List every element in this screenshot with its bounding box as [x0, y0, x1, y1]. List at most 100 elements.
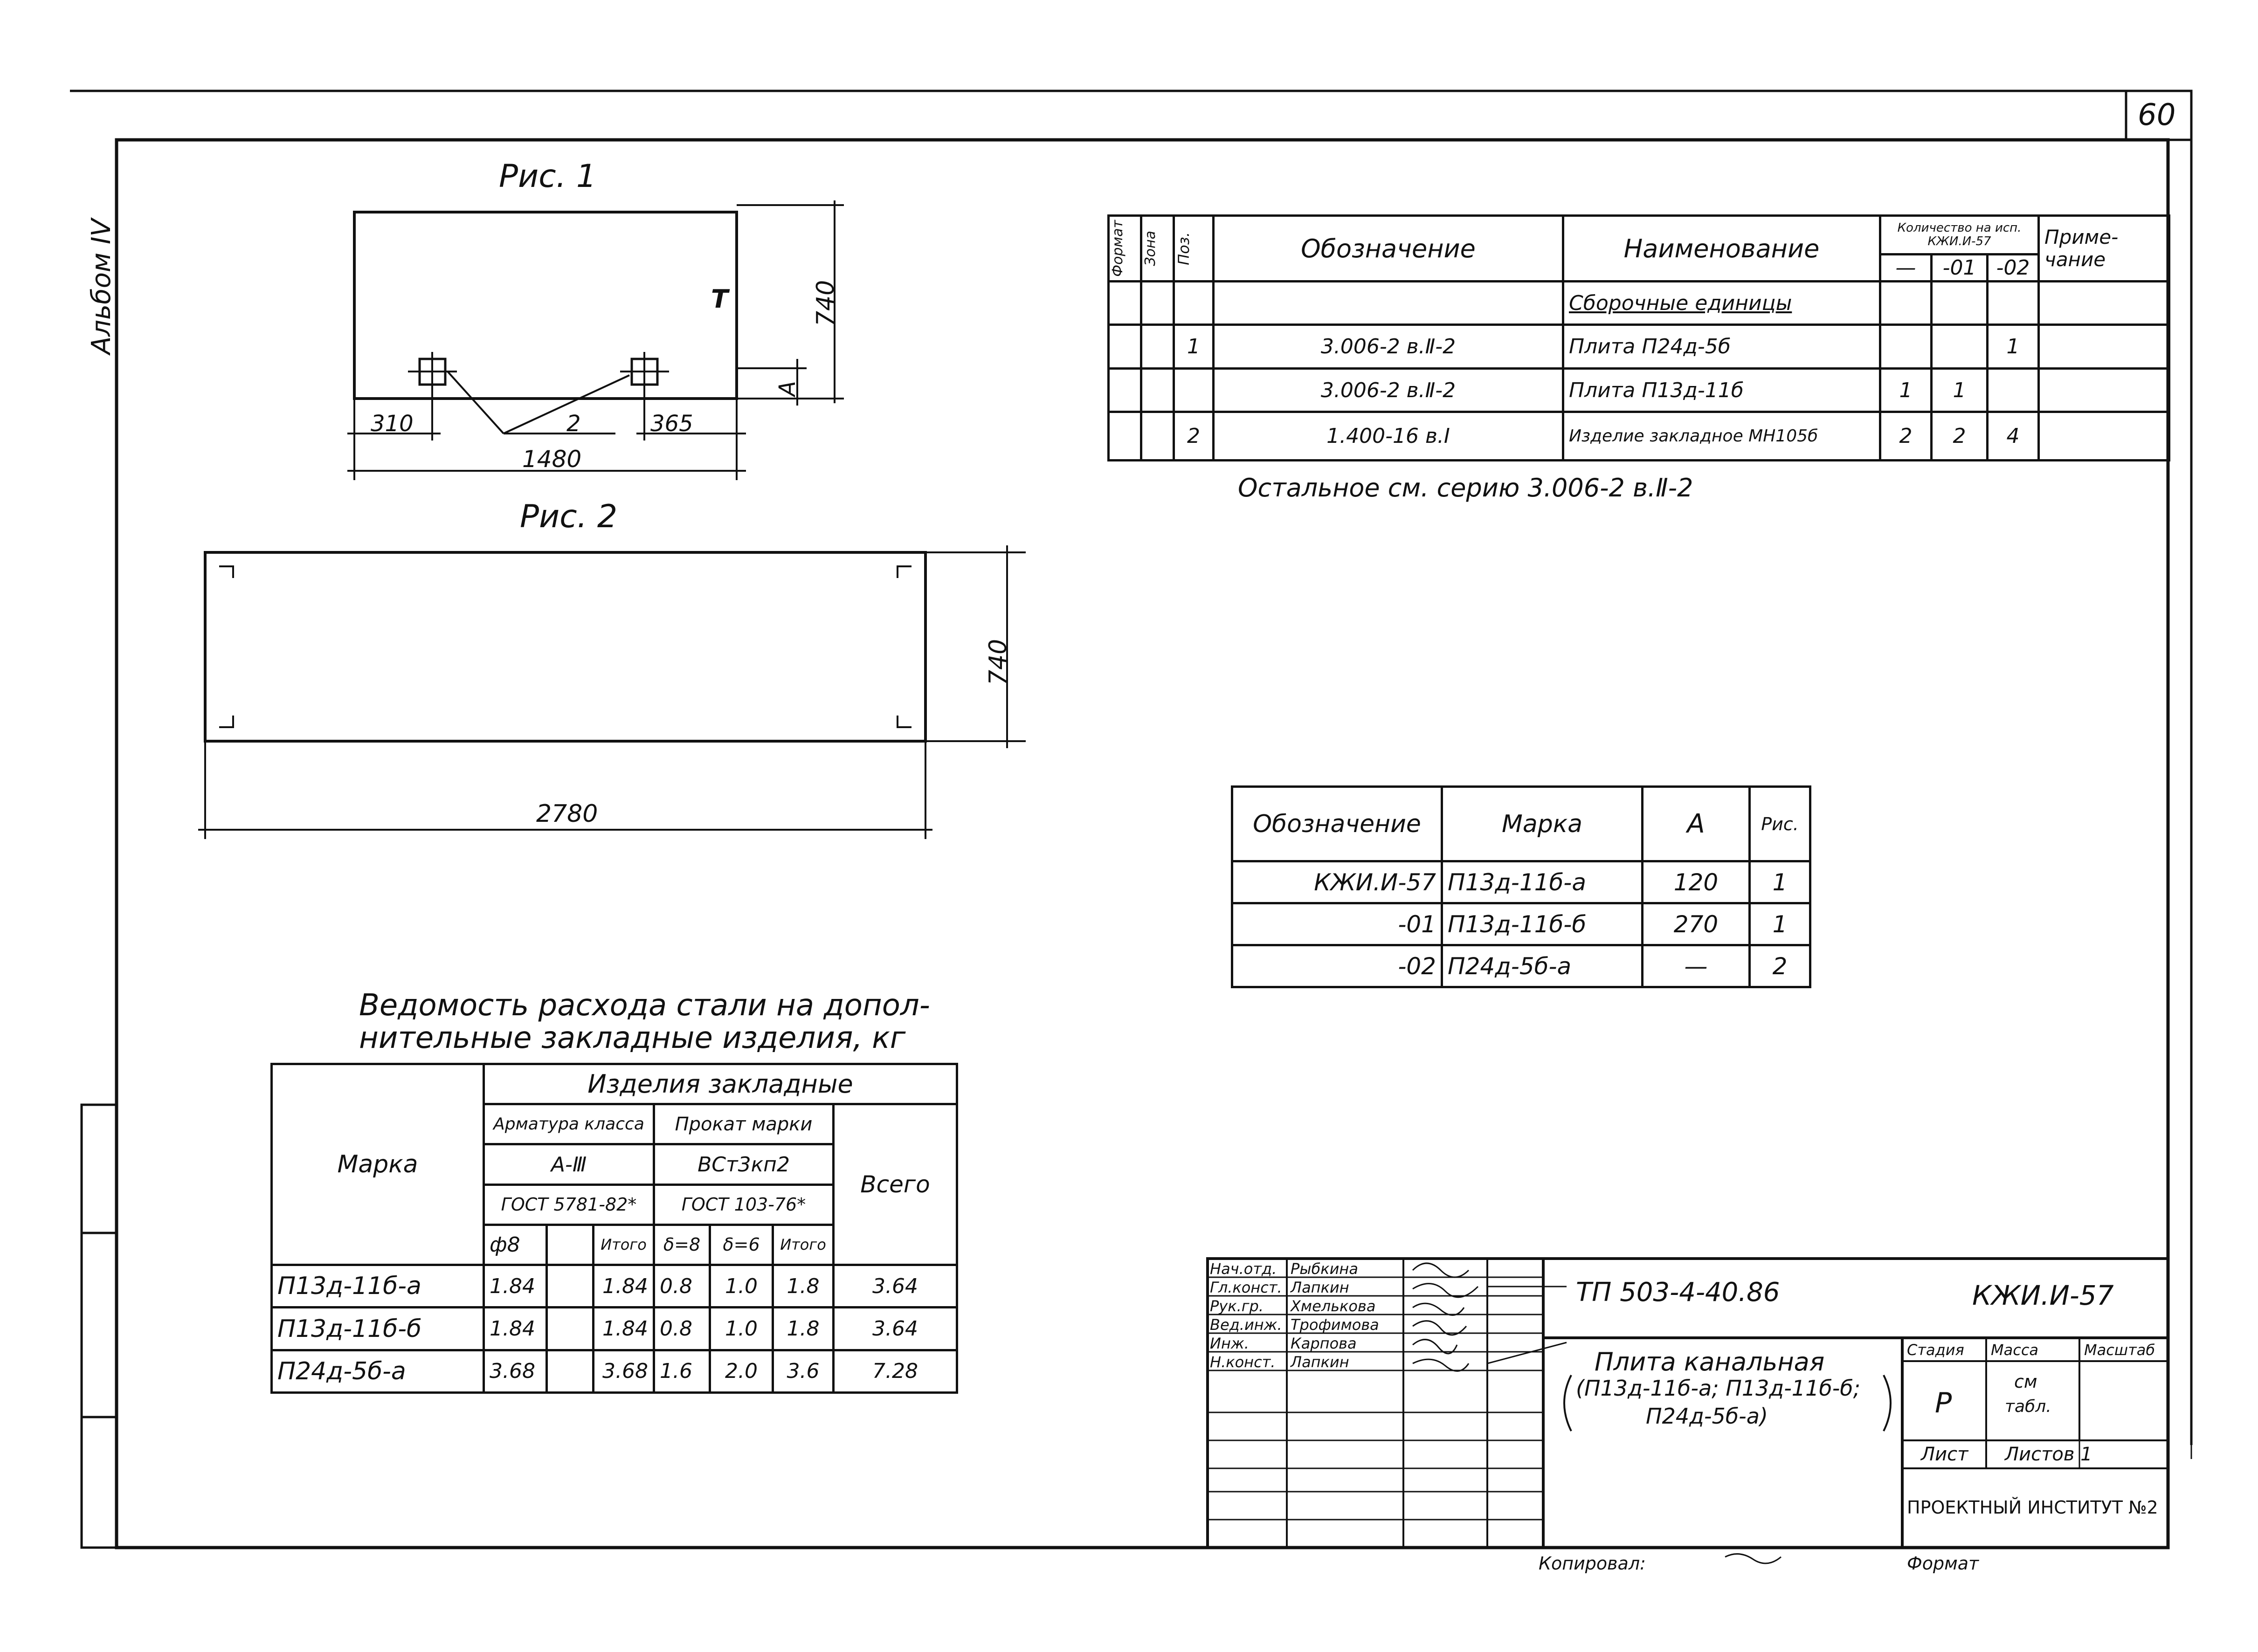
steel-cell: П13д-11б-а: [270, 1264, 485, 1309]
marks-cell: 270: [1641, 902, 1751, 946]
steel-h-rolled-gost: ГОСТ 103-76*: [653, 1183, 835, 1226]
steel-cell: 7.28: [832, 1349, 958, 1394]
spec-footnote: Остальное см. серию 3.006-2 в.Ⅱ-2: [1238, 473, 1693, 502]
table-row: 3.006-2 в.Ⅱ-2 Плита П13д-11б 1 1: [1107, 367, 2170, 413]
stamp-sheet: Лист: [1921, 1444, 1968, 1465]
steel-h-total: Всего: [832, 1103, 958, 1267]
stamp-person: Лапкин: [1291, 1353, 1349, 1371]
steel-cell: 1.0: [709, 1264, 774, 1309]
marks-h-mark: Марка: [1441, 785, 1643, 862]
steel-table: Марка Изделия закладные Арматура класса …: [270, 1062, 958, 1394]
marks-cell: -01: [1231, 902, 1443, 946]
stamp-title-line3: П24д-5б-а): [1646, 1404, 1768, 1429]
marks-table: Обозначение Марка А Рис. КЖИ.И-57 П13д-1…: [1231, 785, 1811, 988]
steel-cell: [546, 1349, 594, 1394]
steel-h-s6: δ=6: [709, 1223, 774, 1267]
marks-cell: —: [1641, 944, 1751, 988]
steel-title-line1: Ведомость расхода стали на допол-: [359, 988, 930, 1023]
stamp-stage: Р: [1935, 1387, 1952, 1419]
stamp-copied: Копировал:: [1539, 1553, 1646, 1574]
steel-h-d8: ф8: [483, 1223, 548, 1267]
spec-cell: 3.006-2 в.Ⅱ-2: [1212, 324, 1564, 370]
spec-cell: 1: [1173, 324, 1215, 370]
fig1-dim-width: 1480: [522, 446, 582, 473]
spec-h-designation: Обозначение: [1212, 214, 1564, 283]
album-label: Альбом IV: [86, 219, 117, 354]
spec-cell: [1212, 280, 1564, 326]
spec-cell: 1: [1930, 367, 1989, 413]
stamp-person: Рыбкина: [1291, 1260, 1358, 1278]
marks-cell: П13д-11б-а: [1441, 860, 1643, 904]
stamp-h-mass: Масса: [1991, 1341, 2039, 1359]
steel-cell: 3.64: [832, 1306, 958, 1351]
spec-cell: 2: [1879, 411, 1933, 461]
spec-cell: Изделие закладное МН105б: [1562, 411, 1881, 461]
steel-cell: 1.84: [483, 1264, 548, 1309]
steel-cell: 1.0: [709, 1306, 774, 1351]
spec-cell: 1: [1986, 324, 2040, 370]
steel-cell: 1.84: [592, 1264, 655, 1309]
stamp-role: Н.конст.: [1210, 1353, 1276, 1371]
stamp-h-scale: Масштаб: [2084, 1341, 2155, 1359]
stamp-h-stage: Стадия: [1907, 1341, 1964, 1359]
stamp-person: Лапкин: [1291, 1279, 1349, 1296]
steel-cell: 0.8: [653, 1264, 711, 1309]
spec-h-q2: -01: [1930, 253, 1989, 283]
steel-cell: 1.84: [483, 1306, 548, 1351]
steel-cell: 1.6: [653, 1349, 711, 1394]
steel-cell: 1.8: [772, 1264, 835, 1309]
stamp-role: Гл.конст.: [1210, 1279, 1282, 1296]
stamp-person: Хмелькова: [1291, 1297, 1376, 1315]
marks-cell: П24д-5б-а: [1441, 944, 1643, 988]
steel-h-s8: δ=8: [653, 1223, 711, 1267]
steel-h-itogo2: Итого: [772, 1223, 835, 1267]
fig1-tmark: Т: [711, 284, 728, 314]
fig2-dim-height: 740: [984, 639, 1012, 685]
spec-table: Формат Зона Поз. Обозначение Наименовани…: [1107, 214, 2170, 461]
marks-h-fig: Рис.: [1748, 785, 1811, 862]
steel-cell: [546, 1306, 594, 1351]
spec-cell: 2: [1930, 411, 1989, 461]
spec-cell: [1879, 324, 1933, 370]
steel-cell: 1.8: [772, 1306, 835, 1351]
marks-cell: 1: [1748, 902, 1811, 946]
steel-h-rebar-class: А-Ⅲ: [483, 1143, 655, 1186]
spec-cell: [1879, 280, 1933, 326]
marks-h-designation: Обозначение: [1231, 785, 1443, 862]
steel-cell: 3.6: [772, 1349, 835, 1394]
stamp-sheets: Листов 1: [2005, 1444, 2092, 1465]
stamp-person: Карпова: [1291, 1335, 1357, 1352]
steel-title-line2: нительные закладные изделия, кг: [359, 1021, 906, 1055]
marks-cell: 2: [1748, 944, 1811, 988]
stamp-institute: ПРОЕКТНЫЙ ИНСТИТУТ №2: [1907, 1497, 2158, 1518]
table-row: П24д-5б-а 3.68 3.68 1.6 2.0 3.6 7.28: [270, 1349, 958, 1394]
stamp-format: Формат: [1907, 1553, 1979, 1574]
steel-cell: 3.64: [832, 1264, 958, 1309]
table-row: П13д-11б-а 1.84 1.84 0.8 1.0 1.8 3.64: [270, 1264, 958, 1309]
spec-h-qty: Количество на исп. КЖИ.И-57: [1879, 214, 2040, 255]
spec-cell: Плита П13д-11б: [1562, 367, 1881, 413]
stamp-mass-line1: см: [2014, 1371, 2037, 1392]
spec-cell: [1173, 280, 1215, 326]
table-row: КЖИ.И-57 П13д-11б-а 120 1: [1231, 860, 1811, 904]
stamp-mass-line2: табл.: [2005, 1397, 2051, 1416]
spec-h-name: Наименование: [1562, 214, 1881, 283]
marks-cell: КЖИ.И-57: [1231, 860, 1443, 904]
spec-cell: [1930, 324, 1989, 370]
fig1-dim-height: 740: [812, 280, 840, 326]
fig1-title: Рис. 1: [499, 158, 597, 195]
table-row: 1 3.006-2 в.Ⅱ-2 Плита П24д-5б 1: [1107, 324, 2170, 370]
table-row: -02 П24д-5б-а — 2: [1231, 944, 1811, 988]
steel-cell: 3.68: [592, 1349, 655, 1394]
steel-h-mark: Марка: [270, 1062, 485, 1267]
spec-h-note: Приме- чание: [2037, 214, 2170, 283]
fig1-callout: 2: [566, 411, 581, 437]
steel-h-rebar-gost: ГОСТ 5781-82*: [483, 1183, 655, 1226]
marks-cell: 1: [1748, 860, 1811, 904]
steel-cell: 1.84: [592, 1306, 655, 1351]
fig2-title: Рис. 2: [520, 498, 618, 535]
steel-cell: 0.8: [653, 1306, 711, 1351]
stamp-doc-code: ТП 503-4-40.86: [1576, 1277, 1780, 1308]
steel-cell: 3.68: [483, 1349, 548, 1394]
